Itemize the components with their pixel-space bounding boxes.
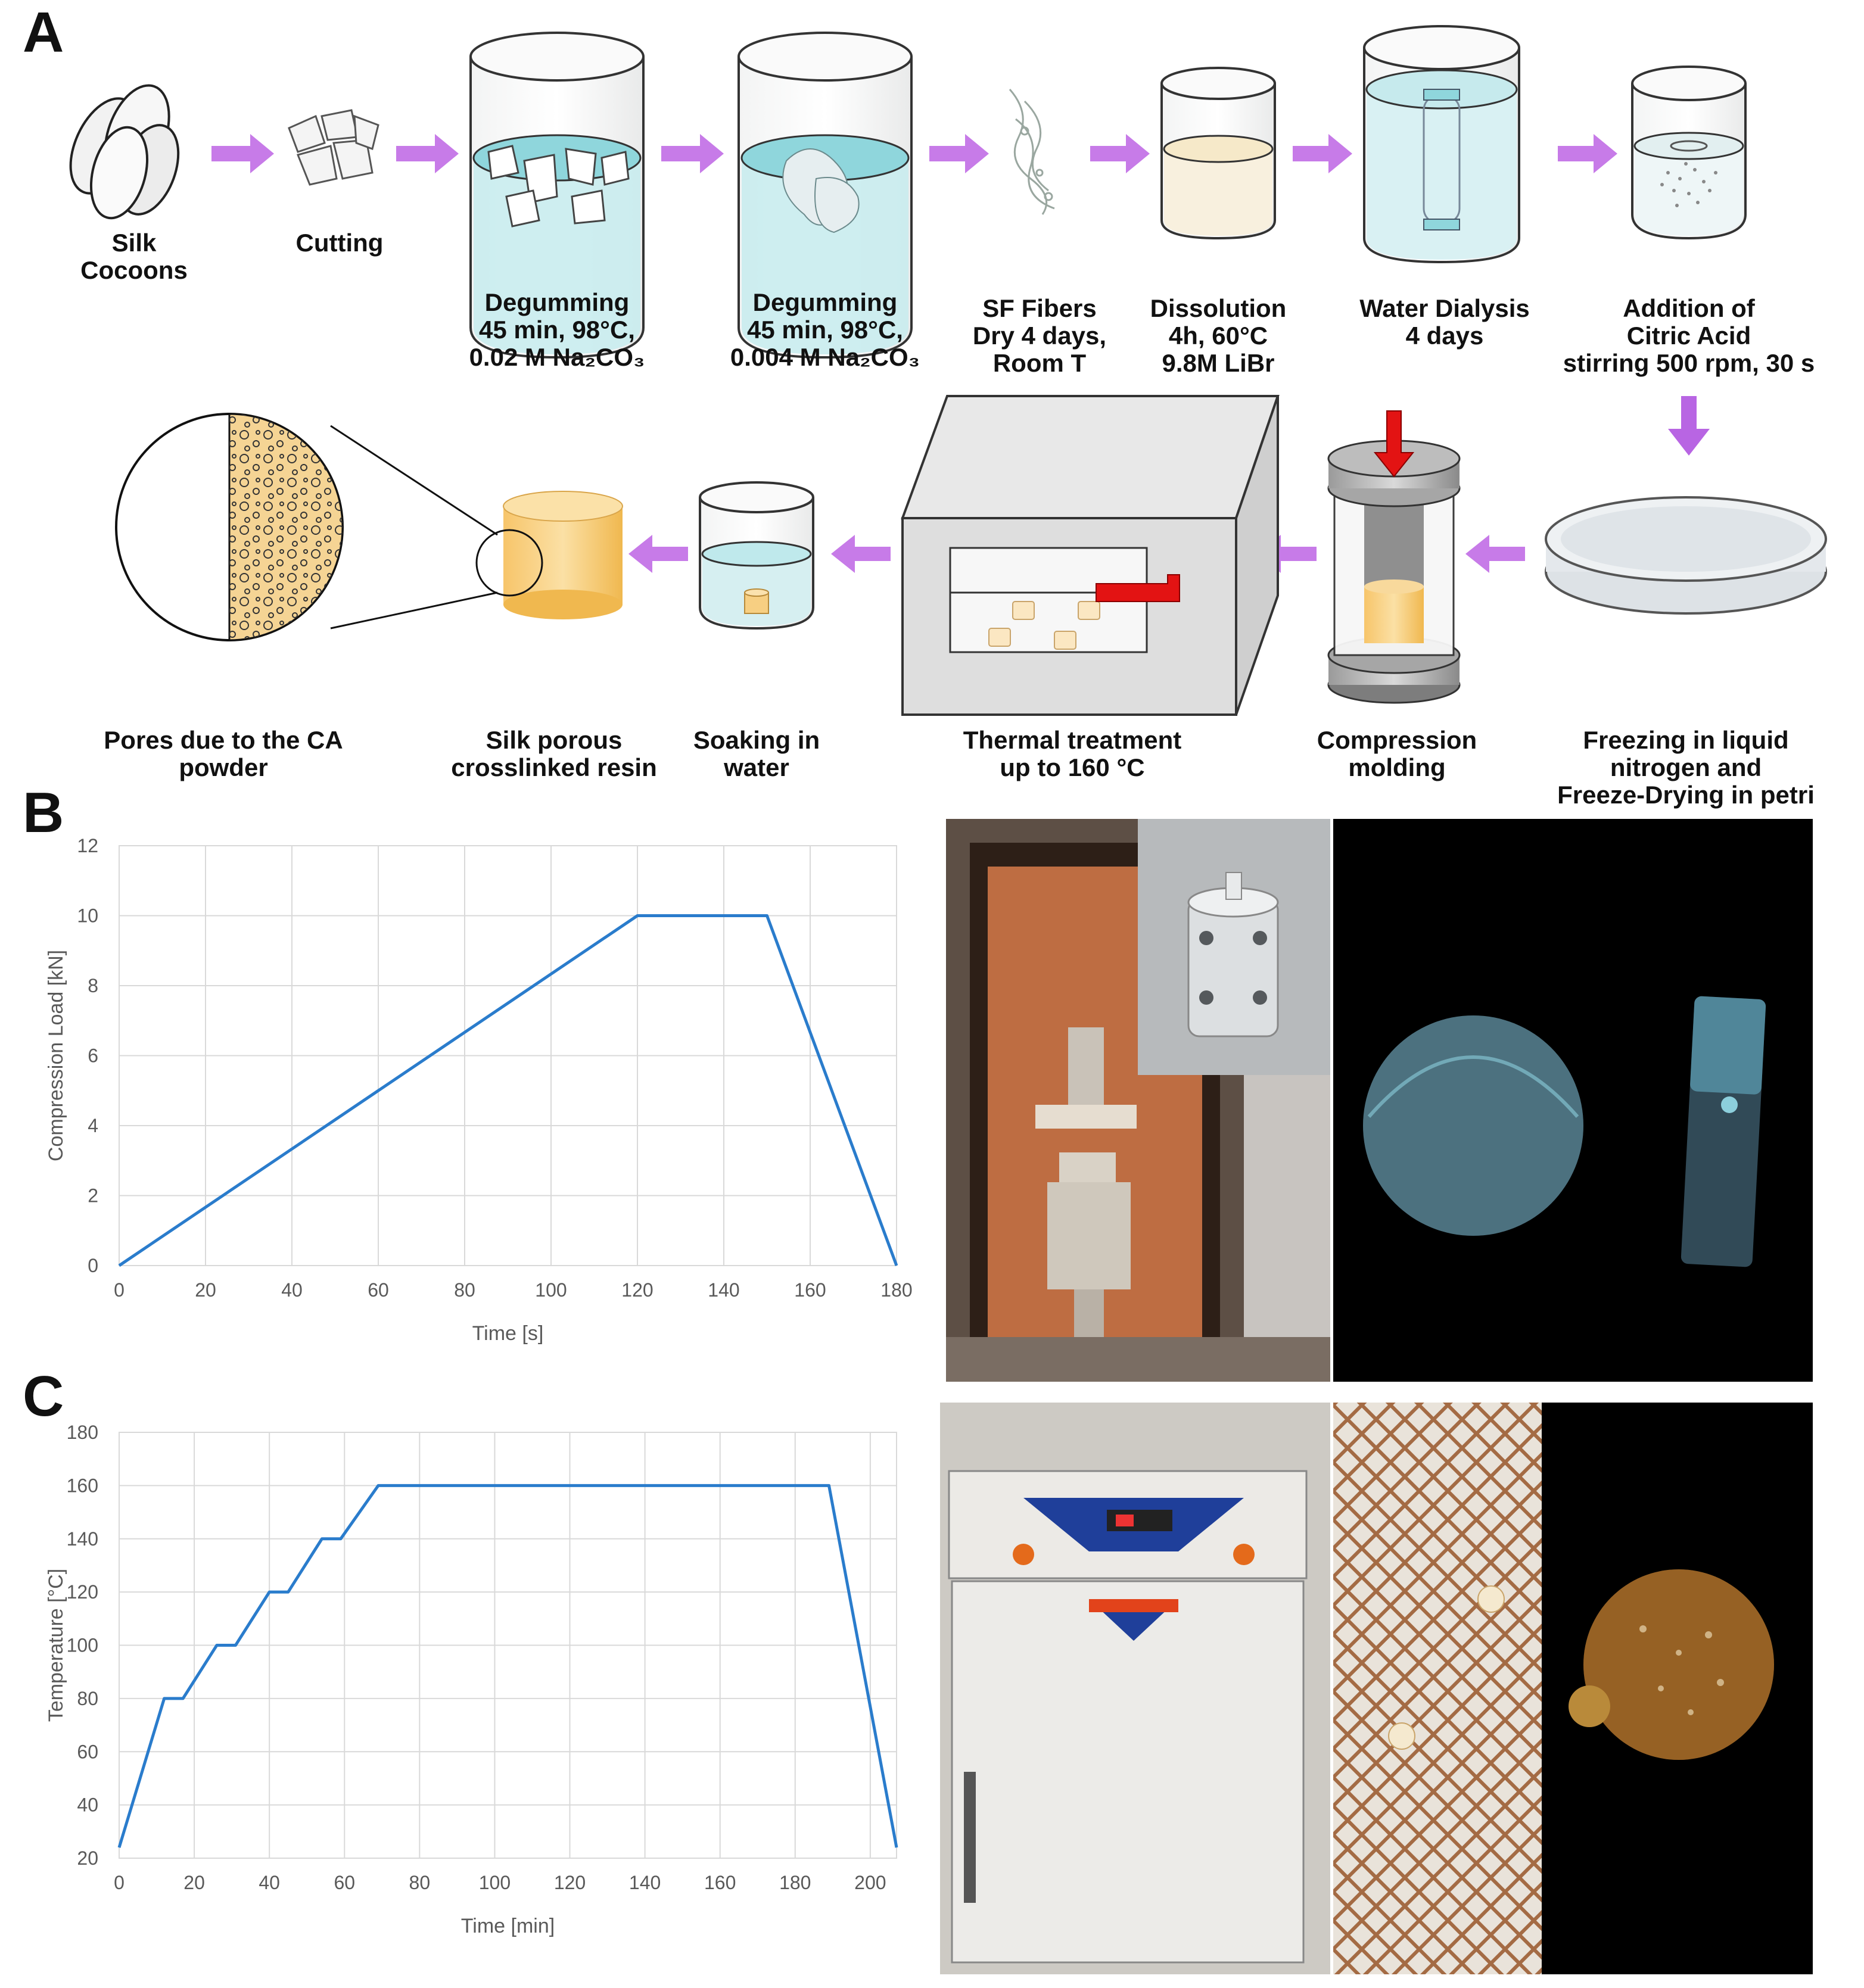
cut-pieces-icon xyxy=(288,109,379,186)
oven-photo xyxy=(940,1403,1330,1974)
x-tick-label: 40 xyxy=(259,1872,280,1893)
y-tick-label: 6 xyxy=(88,1045,98,1067)
label-sf-fibers: SF Fibers Dry 4 days, Room T xyxy=(972,294,1107,377)
panel-c-label: C xyxy=(23,1364,64,1428)
x-tick-label: 0 xyxy=(114,1279,125,1301)
x-tick-label: 140 xyxy=(708,1279,739,1301)
flow-arrow-down xyxy=(1668,396,1710,456)
dissolution-beaker xyxy=(1160,67,1276,240)
x-tick-label: 120 xyxy=(621,1279,653,1301)
dialysis-beaker xyxy=(1363,25,1520,264)
label-water-dialysis: Water Dialysis 4 days xyxy=(1359,294,1530,350)
silk-cocoons-icon xyxy=(69,84,180,220)
x-tick-label: 100 xyxy=(479,1872,511,1893)
compressed-sample-photo xyxy=(1333,819,1813,1382)
y-tick-label: 100 xyxy=(67,1635,98,1656)
y-tick-label: 60 xyxy=(77,1741,98,1762)
x-tick-label: 160 xyxy=(794,1279,826,1301)
y-tick-label: 4 xyxy=(88,1115,98,1136)
panel-b-label: B xyxy=(23,781,64,845)
compression-mold xyxy=(1327,410,1461,704)
label-cutting: Cutting xyxy=(295,229,384,257)
y-tick-label: 2 xyxy=(88,1185,98,1207)
x-tick-label: 60 xyxy=(368,1279,389,1301)
label-soaking: Soaking in water xyxy=(693,726,820,781)
label-pores: Pores due to the CA powder xyxy=(104,726,343,781)
process-diagram xyxy=(69,25,1827,716)
series-line xyxy=(117,1484,898,1848)
label-degumming-1: Degumming 45 min, 98°C, 0.02 M Na₂CO₃ xyxy=(469,288,645,371)
x-tick-label: 180 xyxy=(880,1279,912,1301)
y-axis-title: Compression Load [kN] xyxy=(45,950,67,1161)
label-compression-molding: Compression molding xyxy=(1317,726,1477,781)
x-tick-label: 60 xyxy=(334,1872,355,1893)
grid-photo xyxy=(1333,1403,1542,1974)
label-citric-acid: Addition of Citric Acid stirring 500 rpm… xyxy=(1563,294,1815,377)
thermal-oven xyxy=(901,395,1280,716)
y-tick-label: 8 xyxy=(88,975,98,996)
y-tick-label: 80 xyxy=(77,1688,98,1709)
x-tick-label: 100 xyxy=(535,1279,567,1301)
x-axis-title: Time [s] xyxy=(472,1322,544,1345)
x-tick-label: 0 xyxy=(114,1872,125,1893)
x-tick-label: 200 xyxy=(854,1872,886,1893)
x-tick-label: 80 xyxy=(454,1279,475,1301)
x-tick-label: 80 xyxy=(409,1872,431,1893)
y-axis-title: Temperature [°C] xyxy=(45,1569,67,1722)
citric-acid-beaker xyxy=(1631,66,1747,240)
y-tick-label: 0 xyxy=(88,1255,98,1276)
x-tick-label: 180 xyxy=(779,1872,811,1893)
crosslinked-sample-photo xyxy=(1542,1403,1813,1974)
degumming-beaker-1 xyxy=(469,32,645,359)
y-tick-label: 12 xyxy=(77,835,98,856)
x-tick-label: 120 xyxy=(554,1872,586,1893)
y-tick-label: 20 xyxy=(77,1847,98,1869)
label-freezing: Freezing in liquid nitrogen and Freeze-D… xyxy=(1557,726,1815,809)
soaking-beaker xyxy=(699,481,814,630)
y-tick-label: 160 xyxy=(67,1475,98,1496)
y-tick-label: 180 xyxy=(67,1422,98,1443)
label-dissolution: Dissolution 4h, 60°C 9.8M LiBr xyxy=(1150,294,1287,377)
oven-handle-icon xyxy=(1096,574,1180,602)
x-tick-label: 40 xyxy=(281,1279,303,1301)
press-arrow-icon xyxy=(1373,410,1415,478)
series-line xyxy=(118,914,898,1267)
x-axis-title: Time [min] xyxy=(461,1915,555,1937)
label-degumming-2: Degumming 45 min, 98°C, 0.004 M Na₂CO₃ xyxy=(730,288,920,371)
label-silk-resin: Silk porous crosslinked resin xyxy=(451,726,657,781)
x-tick-label: 20 xyxy=(195,1279,216,1301)
y-tick-label: 10 xyxy=(77,905,98,927)
degumming-beaker-2 xyxy=(737,32,913,359)
temperature-chart: 0 20 40 60 80 100 120 140 160 180 200 20 40 60 80 100 12… xyxy=(45,1422,898,1937)
y-tick-label: 120 xyxy=(67,1581,98,1603)
label-thermal-treatment: Thermal treatment up to 160 °C xyxy=(963,726,1182,781)
y-tick-label: 140 xyxy=(67,1528,98,1550)
sf-fibers-icon xyxy=(1009,89,1055,215)
petri-dish xyxy=(1545,496,1827,615)
x-tick-label: 160 xyxy=(704,1872,736,1893)
panel-a-label: A xyxy=(23,1,64,64)
x-tick-label: 20 xyxy=(183,1872,205,1893)
mold-photo xyxy=(1138,819,1330,1075)
flow-arrows-row1 xyxy=(211,134,1617,173)
pores-magnified-view xyxy=(115,413,498,641)
label-silk-cocoons: Silk Cocoons xyxy=(80,229,188,284)
y-tick-label: 40 xyxy=(77,1794,98,1816)
x-tick-label: 140 xyxy=(629,1872,661,1893)
silk-resin-cylinder xyxy=(475,491,623,619)
